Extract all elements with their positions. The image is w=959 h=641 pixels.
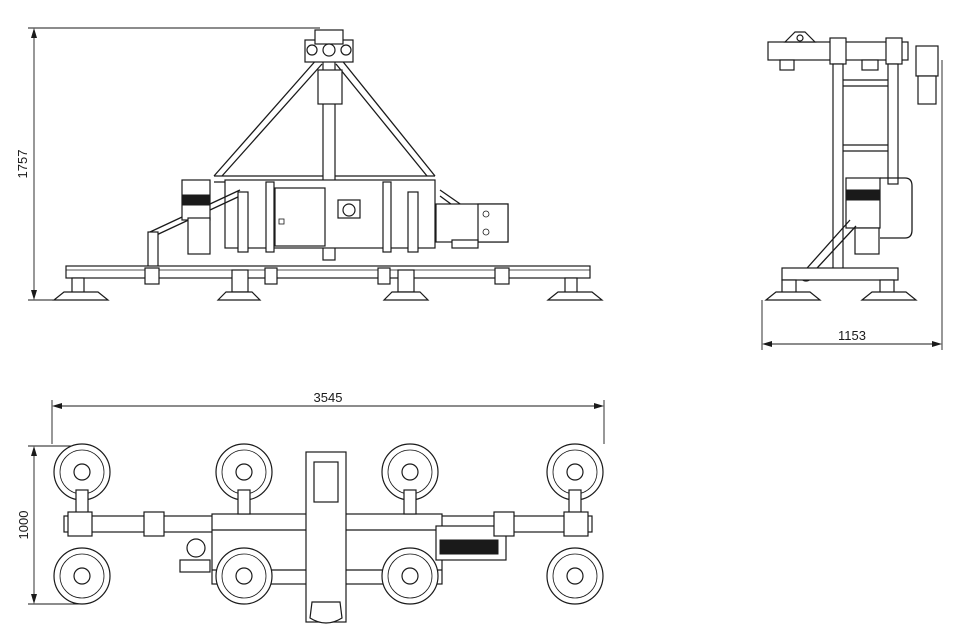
side-mast <box>781 63 913 282</box>
suction-cup <box>215 547 273 605</box>
side-suction-feet <box>764 279 918 301</box>
side-width-dimension: 1153 <box>761 60 943 350</box>
top-width-dimension: 1000 <box>16 445 80 605</box>
top-view: 3545 1000 <box>16 390 605 624</box>
front-suction-feet <box>52 267 604 301</box>
suction-cup <box>546 443 604 517</box>
front-height-label: 1757 <box>15 150 30 179</box>
top-length-dimension: 3545 <box>51 390 605 444</box>
motor-unit <box>181 179 509 255</box>
top-main-beam <box>63 451 593 624</box>
top-length-label: 3545 <box>314 390 343 405</box>
suction-cup <box>381 547 439 605</box>
suction-cup <box>53 443 111 517</box>
top-suction-cups <box>53 443 604 605</box>
suction-cup <box>53 547 111 605</box>
top-width-label: 1000 <box>16 511 31 540</box>
suction-cup <box>546 547 604 605</box>
side-view: 1153 <box>761 31 943 350</box>
suction-cup <box>215 443 273 515</box>
suction-cup <box>381 443 439 515</box>
side-top-bar <box>767 31 939 105</box>
front-height-dimension: 1757 <box>15 27 320 301</box>
front-view: 1757 <box>15 27 604 301</box>
front-frame <box>147 179 506 269</box>
side-width-label: 1153 <box>838 328 866 343</box>
